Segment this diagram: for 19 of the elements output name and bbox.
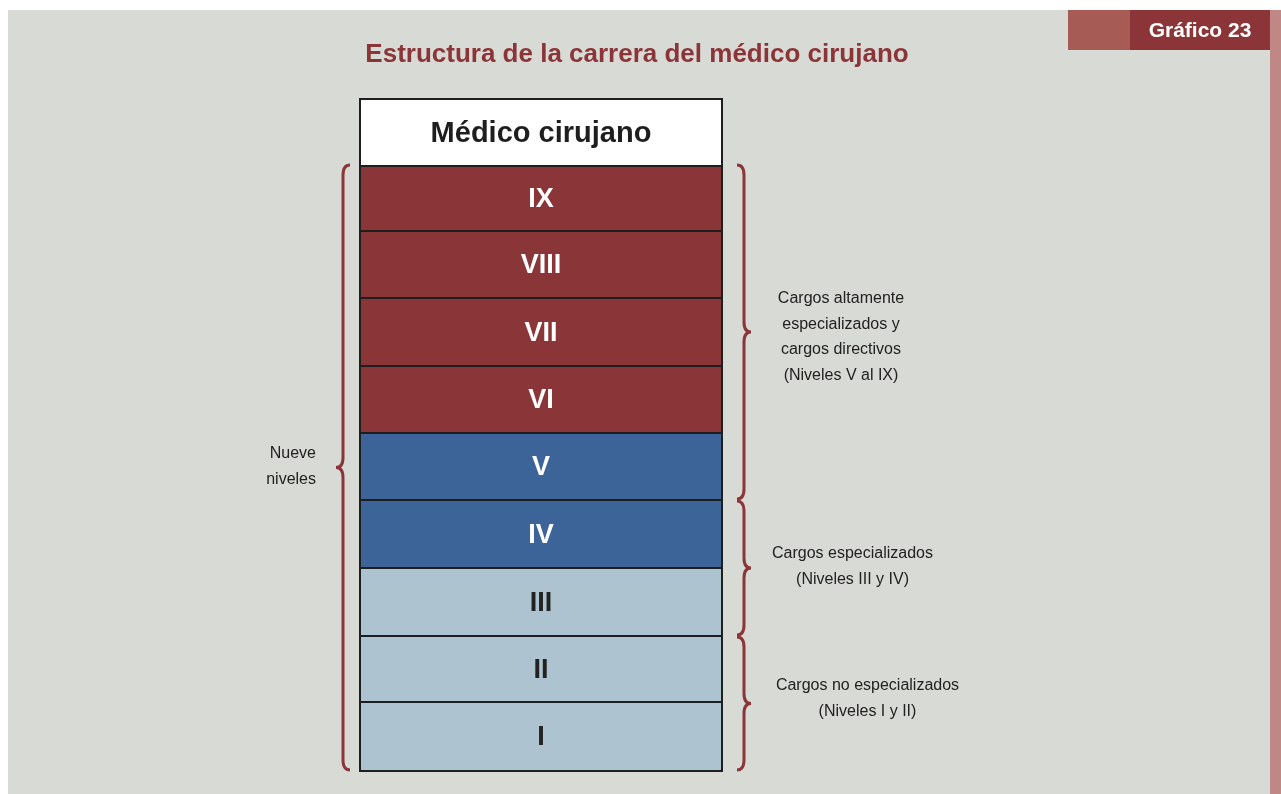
bracket-label: Cargos altamente especializados y cargos directivos xyxy=(776,288,906,360)
level-box: I xyxy=(359,701,723,772)
bracket-label: (Niveles III y IV) xyxy=(795,569,910,589)
level-box: II xyxy=(359,635,723,703)
bracket-label: Cargos no especializados xyxy=(774,675,961,695)
figure-number: Gráfico 23 xyxy=(1130,10,1270,50)
level-box: V xyxy=(359,432,723,501)
bracket-label: (Niveles I y II) xyxy=(817,701,918,721)
level-box: III xyxy=(359,567,723,637)
bracket-label: (Niveles V al IX) xyxy=(782,365,900,385)
level-box: VIII xyxy=(359,230,723,299)
header-box: Médico cirujano xyxy=(359,98,723,167)
bracket-label: Cargos especializados xyxy=(771,543,934,563)
title: Estructura de la carrera del médico cirujano xyxy=(364,38,910,69)
level-box: VII xyxy=(359,297,723,367)
level-box: IX xyxy=(359,165,723,232)
bracket-label: Nueve niveles xyxy=(265,443,316,489)
level-box: IV xyxy=(359,499,723,569)
level-box: VI xyxy=(359,365,723,434)
